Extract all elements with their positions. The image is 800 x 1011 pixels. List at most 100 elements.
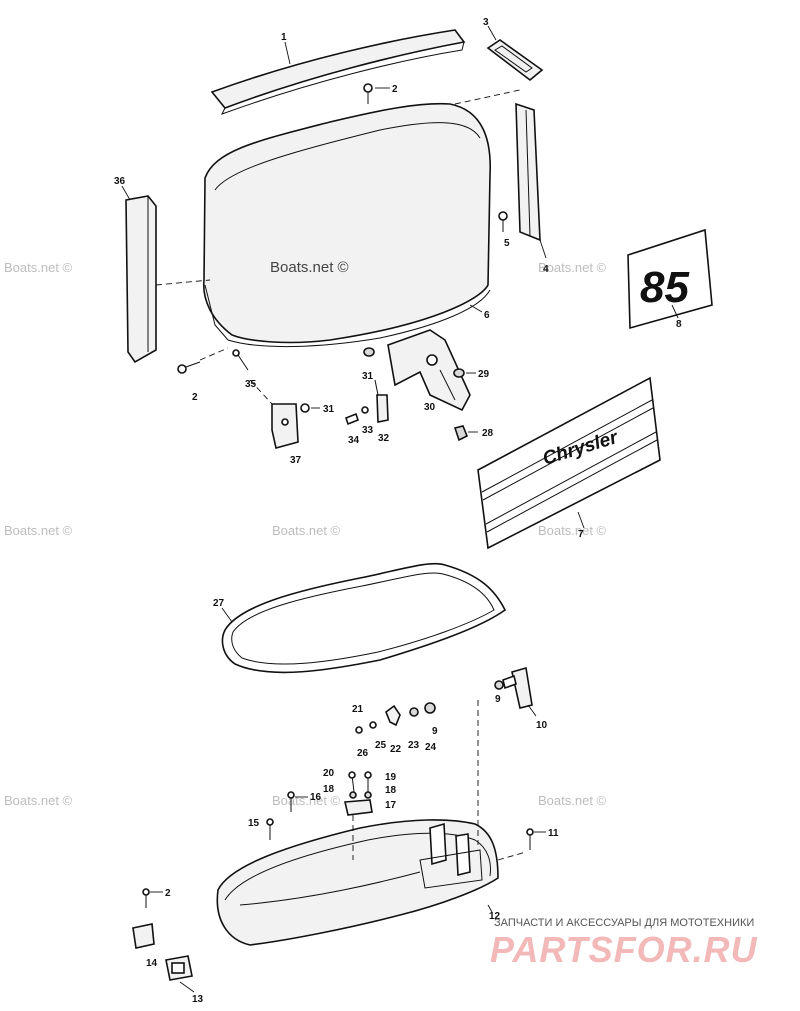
label-24: 24 [425,742,437,753]
part-2-screw-top [363,83,390,104]
part-2-screw-left [177,361,201,374]
part-6-engine-cover [202,89,521,348]
part-36-side-plate [125,195,157,364]
label-7: 7 [578,529,584,540]
footer-logo: PARTSFOR.RU [490,929,758,970]
watermark-7: Boats.net © [272,793,341,808]
part-12-lower-tray [216,819,499,946]
label-18b: 18 [385,785,397,796]
part-31-screw [300,403,320,413]
leader-3 [487,25,497,41]
footer-branding: ЗАПЧАСТИ И АКСЕССУАРЫ ДЛЯ МОТОТЕХНИКИ PA… [490,917,758,970]
label-1: 1 [281,32,287,43]
dash-11 [497,851,527,861]
leader-12 [487,904,493,913]
watermark-5: Boats.net © [538,523,607,538]
watermark-2: Boats.net © [538,260,607,275]
part-16-screw [287,791,308,812]
part-33-washer [361,406,369,414]
label-16: 16 [310,792,322,803]
label-15: 15 [248,818,260,829]
label-28: 28 [482,428,494,439]
label-25: 25 [375,740,387,751]
part-2-screw-lower [142,888,163,908]
leader-13 [179,981,195,993]
dash-2-left [199,347,229,361]
label-3: 3 [483,17,489,28]
label-13: 13 [192,994,204,1005]
label-17: 17 [385,800,397,811]
leader-27 [221,607,233,623]
part-21-26-cluster [355,702,436,734]
label-6: 6 [484,310,490,321]
label-10: 10 [536,720,548,731]
watermark-4: Boats.net © [272,523,341,538]
leader-1 [284,41,291,65]
label-19: 19 [385,772,397,783]
footer-tagline: ЗАПЧАСТИ И АКСЕССУАРЫ ДЛЯ МОТОТЕХНИКИ [494,917,754,929]
part-9-washer-right [494,680,504,690]
watermark-6: Boats.net © [4,793,73,808]
label-5: 5 [504,238,510,249]
part-17-20-cluster [344,771,373,816]
leader-8 [671,304,679,319]
leader-6 [469,304,483,313]
label-26: 26 [357,748,369,759]
dash-37 [249,379,273,405]
part-11-screw [526,828,546,850]
label-9a: 9 [495,694,501,705]
label-2b: 2 [192,392,198,403]
label-33: 33 [362,425,374,436]
part-7-decal-chrysler: Chrysler [477,376,661,550]
part-8-decal-85: 85 [627,228,713,330]
part-31-grommet [363,347,375,357]
label-37: 37 [290,455,302,466]
part-34-bolt [345,412,359,426]
label-12: 12 [489,911,501,922]
leader-10 [527,704,537,717]
label-22: 22 [390,744,402,755]
part-35-screw [232,349,249,371]
leader-4 [539,239,547,259]
watermark-8: Boats.net © [538,793,607,808]
part-1-top-trim [210,29,466,115]
watermarks: Boats.net © Boats.net © Boats.net © Boat… [4,260,607,808]
label-8: 8 [676,319,682,330]
label-11: 11 [548,828,559,839]
part-27-seal [221,562,507,674]
label-9b: 9 [432,726,438,737]
part-labels: 1 2 3 36 5 4 6 8 31 29 2 35 31 30 33 28 … [114,17,682,1005]
part-37-bracket [271,403,299,449]
label-36: 36 [114,176,126,187]
label-32: 32 [378,433,390,444]
leader-7 [577,511,585,529]
part-32-hook [374,379,389,423]
part-30-latch [387,329,471,412]
label-23: 23 [408,740,420,751]
label-27: 27 [213,598,225,609]
label-2a: 2 [392,84,398,95]
label-30: 30 [424,402,436,413]
label-31a: 31 [362,371,374,382]
label-29: 29 [478,369,490,380]
part-28-nut [453,425,478,442]
label-4: 4 [543,264,549,275]
watermark-3: Boats.net © [4,523,73,538]
label-34: 34 [348,435,360,446]
part-29-washer [453,368,476,378]
label-20: 20 [323,768,335,779]
part-4-side-bracket [515,102,541,242]
part-14-clip [132,923,155,949]
label-35: 35 [245,379,257,390]
watermark-1: Boats.net © [4,260,73,275]
label-21: 21 [352,704,364,715]
leader-36 [121,185,131,201]
part-10-hinge [502,666,533,709]
part-5-screw [498,211,508,232]
decal-85-text: 85 [640,263,689,312]
label-18a: 18 [323,784,335,795]
label-14: 14 [146,958,158,969]
dash-36 [155,279,211,286]
part-3-bracket [486,39,544,82]
